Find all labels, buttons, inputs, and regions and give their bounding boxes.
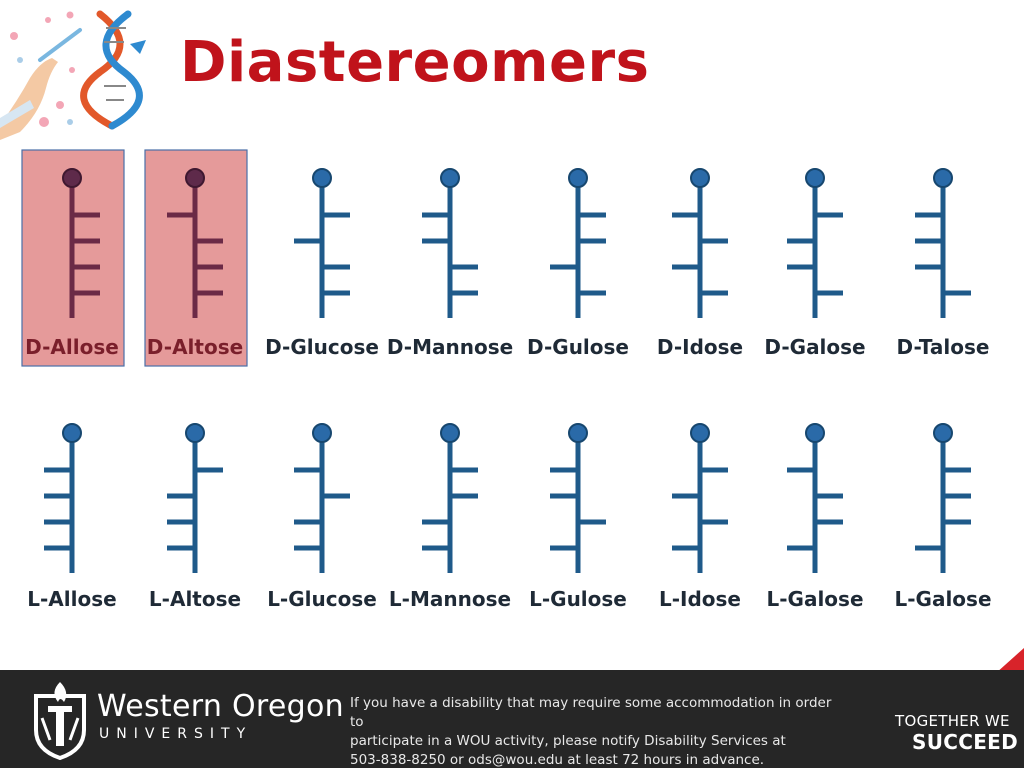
- sugar-head: [185, 423, 205, 443]
- sugar-head: [440, 168, 460, 188]
- sugar-head: [690, 168, 710, 188]
- torch-shield-icon: [34, 682, 86, 760]
- sugar-head: [933, 168, 953, 188]
- sugar-head: [312, 168, 332, 188]
- sugar-head: [185, 168, 205, 188]
- university-subtitle: UNIVERSITY: [99, 726, 253, 742]
- sugar-head: [312, 423, 332, 443]
- sugar-head: [568, 423, 588, 443]
- sugar-label: L-Idose: [659, 587, 741, 611]
- sugar-head: [933, 423, 953, 443]
- sugar-label: D-Talose: [897, 335, 990, 359]
- slide-title: Diastereomers: [180, 30, 650, 95]
- sugar-label: L-Gulose: [529, 587, 627, 611]
- sugar-head: [805, 168, 825, 188]
- sugar-label: D-Altose: [147, 335, 243, 359]
- sugar-stereo-diagram: D-Allose D-Altose D-Glucose D-Mannose D-Gulo…: [21, 149, 992, 611]
- sugar-label: L-Altose: [149, 587, 241, 611]
- slogan-line-2: SUCCEED: [912, 730, 1019, 754]
- sugar-label: L-Mannose: [389, 587, 511, 611]
- sugar-head: [440, 423, 460, 443]
- sugar-label: D-Galose: [764, 335, 865, 359]
- sugar-head: [568, 168, 588, 188]
- slogan-line-1: TOGETHER WE: [895, 712, 1010, 730]
- sugar-label: L-Galose: [894, 587, 991, 611]
- sugar-label: L-Glucose: [267, 587, 377, 611]
- sugar-label: D-Idose: [657, 335, 743, 359]
- sugar-head: [690, 423, 710, 443]
- accessibility-notice: If you have a disability that may requir…: [350, 694, 840, 770]
- sugar-label: D-Gulose: [527, 335, 629, 359]
- university-name: Western Oregon: [97, 689, 344, 724]
- sugar-head: [62, 168, 82, 188]
- sugar-head: [62, 423, 82, 443]
- footer-bar: Western Oregon UNIVERSITY If you have a …: [0, 670, 1024, 768]
- sugar-label: D-Glucose: [265, 335, 379, 359]
- dna-pipette-icon: [0, 10, 146, 140]
- notice-line: participate in a WOU activity, please no…: [350, 733, 786, 749]
- sugar-head: [805, 423, 825, 443]
- sugar-label: L-Allose: [27, 587, 116, 611]
- notice-line: If you have a disability that may requir…: [350, 695, 832, 730]
- sugar-label: D-Mannose: [387, 335, 513, 359]
- sugar-label: D-Allose: [25, 335, 119, 359]
- notice-line: 503-838-8250 or ods@wou.edu at least 72 …: [350, 752, 765, 768]
- sugar-label: L-Galose: [766, 587, 863, 611]
